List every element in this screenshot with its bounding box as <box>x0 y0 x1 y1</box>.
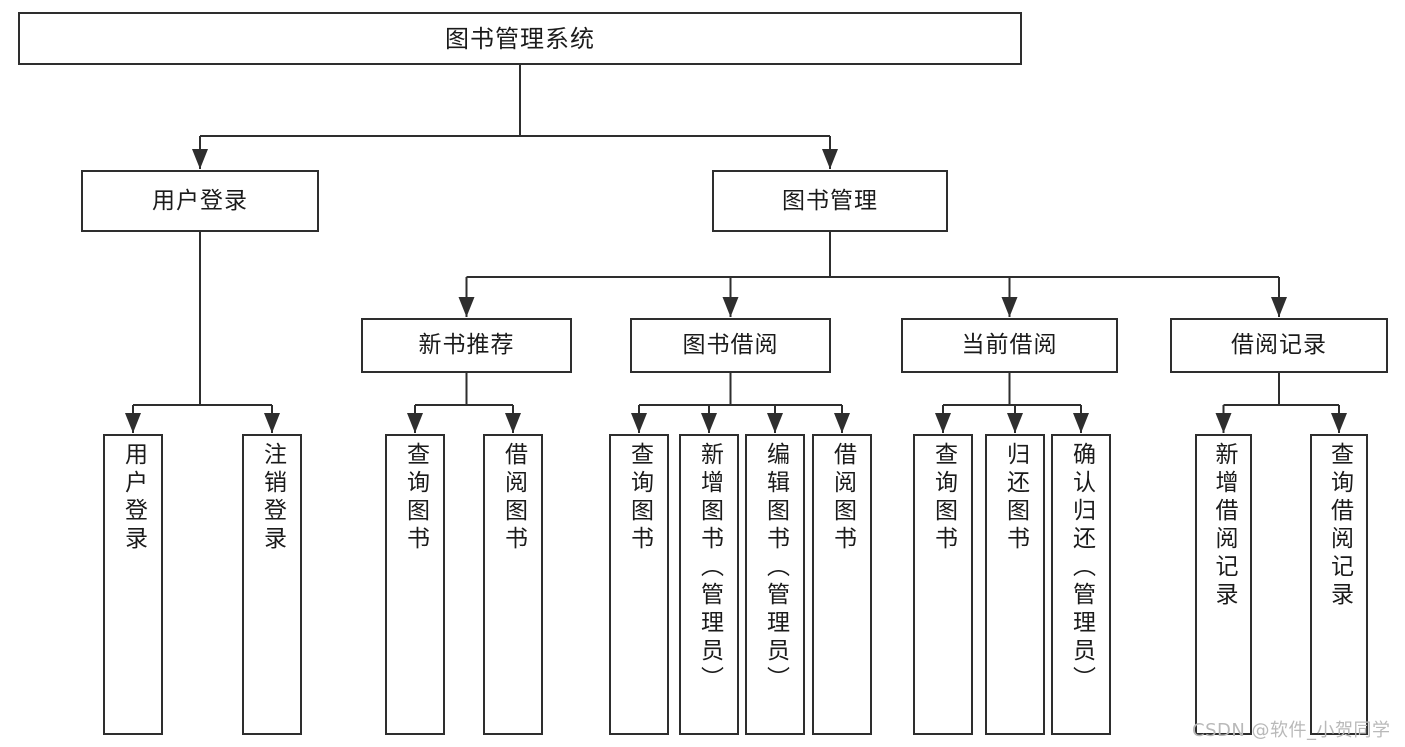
node-leaf-add-record[interactable]: 新增借阅记录 <box>1195 434 1252 735</box>
node-leaf-query-book[interactable]: 查询图书 <box>609 434 669 735</box>
node-label-book-borrow: 图书借阅 <box>682 332 779 358</box>
node-label-leaf-add-record: 新增借阅记录 <box>1211 442 1237 610</box>
arrowhead-user-login <box>192 149 208 169</box>
node-current-borrow[interactable]: 当前借阅 <box>901 318 1118 373</box>
arrowhead-leaf-add-record <box>1215 413 1232 433</box>
arrowhead-leaf-borrow-book <box>834 413 850 433</box>
arrowhead-leaf-confirm-return-admin <box>1073 413 1089 433</box>
node-leaf-borrow-book[interactable]: 借阅图书 <box>812 434 872 735</box>
arrowhead-leaf-edit-book-admin <box>767 413 783 433</box>
arrowhead-leaf-query-record <box>1331 413 1347 433</box>
node-label-leaf-query-book-cur: 查询图书 <box>930 442 957 554</box>
node-leaf-confirm-return-admin[interactable]: 确认归还（管理员） <box>1051 434 1111 735</box>
node-book-management[interactable]: 图书管理 <box>712 170 948 232</box>
arrowhead-leaf-borrow-book-rec <box>505 413 521 433</box>
node-label-new-book-recommend: 新书推荐 <box>418 332 515 358</box>
node-label-leaf-query-record: 查询借阅记录 <box>1326 442 1353 610</box>
arrowhead-borrow-record <box>1271 297 1287 317</box>
node-borrow-record[interactable]: 借阅记录 <box>1170 318 1388 373</box>
arrowhead-leaf-query-book <box>631 413 647 433</box>
arrowhead-new-book-recommend <box>458 297 475 317</box>
node-label-leaf-confirm-return-admin: 确认归还（管理员） <box>1068 442 1095 694</box>
arrowhead-leaf-logout <box>264 413 280 433</box>
node-label-leaf-edit-book-admin: 编辑图书（管理员） <box>762 442 789 694</box>
node-label-leaf-return-book: 归还图书 <box>1002 442 1029 554</box>
node-leaf-query-book-cur[interactable]: 查询图书 <box>913 434 973 735</box>
arrowhead-current-borrow <box>1001 297 1018 317</box>
arrowhead-leaf-query-book-cur <box>935 413 951 433</box>
node-leaf-add-book-admin[interactable]: 新增图书（管理员） <box>679 434 739 735</box>
node-label-borrow-record: 借阅记录 <box>1231 332 1327 358</box>
node-label-book-management: 图书管理 <box>782 187 878 214</box>
arrowhead-book-borrow <box>722 297 739 317</box>
node-leaf-logout[interactable]: 注销登录 <box>242 434 302 735</box>
node-leaf-user-login[interactable]: 用户登录 <box>103 434 163 735</box>
node-label-leaf-borrow-book: 借阅图书 <box>829 442 856 554</box>
node-label-user-login: 用户登录 <box>152 187 248 214</box>
arrowhead-leaf-query-book-rec <box>407 413 423 433</box>
node-label-leaf-query-book-rec: 查询图书 <box>402 442 429 554</box>
node-user-login[interactable]: 用户登录 <box>81 170 319 232</box>
arrowhead-book-management <box>822 149 838 169</box>
node-label-leaf-logout: 注销登录 <box>259 442 286 554</box>
node-label-leaf-add-book-admin: 新增图书（管理员） <box>696 442 723 694</box>
node-label-leaf-borrow-book-rec: 借阅图书 <box>500 442 527 554</box>
arrowhead-leaf-user-login <box>125 413 141 433</box>
node-leaf-borrow-book-rec[interactable]: 借阅图书 <box>483 434 543 735</box>
node-new-book-recommend[interactable]: 新书推荐 <box>361 318 572 373</box>
node-label-leaf-query-book: 查询图书 <box>626 442 653 554</box>
node-label-current-borrow: 当前借阅 <box>961 332 1058 358</box>
arrowhead-leaf-return-book <box>1007 413 1023 433</box>
node-leaf-query-book-rec[interactable]: 查询图书 <box>385 434 445 735</box>
node-leaf-return-book[interactable]: 归还图书 <box>985 434 1045 735</box>
arrowhead-leaf-add-book-admin <box>701 413 717 433</box>
node-root[interactable]: 图书管理系统 <box>18 12 1022 65</box>
node-leaf-query-record[interactable]: 查询借阅记录 <box>1310 434 1368 735</box>
node-label-leaf-user-login: 用户登录 <box>120 442 147 554</box>
node-label-root: 图书管理系统 <box>445 24 595 53</box>
node-leaf-edit-book-admin[interactable]: 编辑图书（管理员） <box>745 434 805 735</box>
node-book-borrow[interactable]: 图书借阅 <box>630 318 831 373</box>
